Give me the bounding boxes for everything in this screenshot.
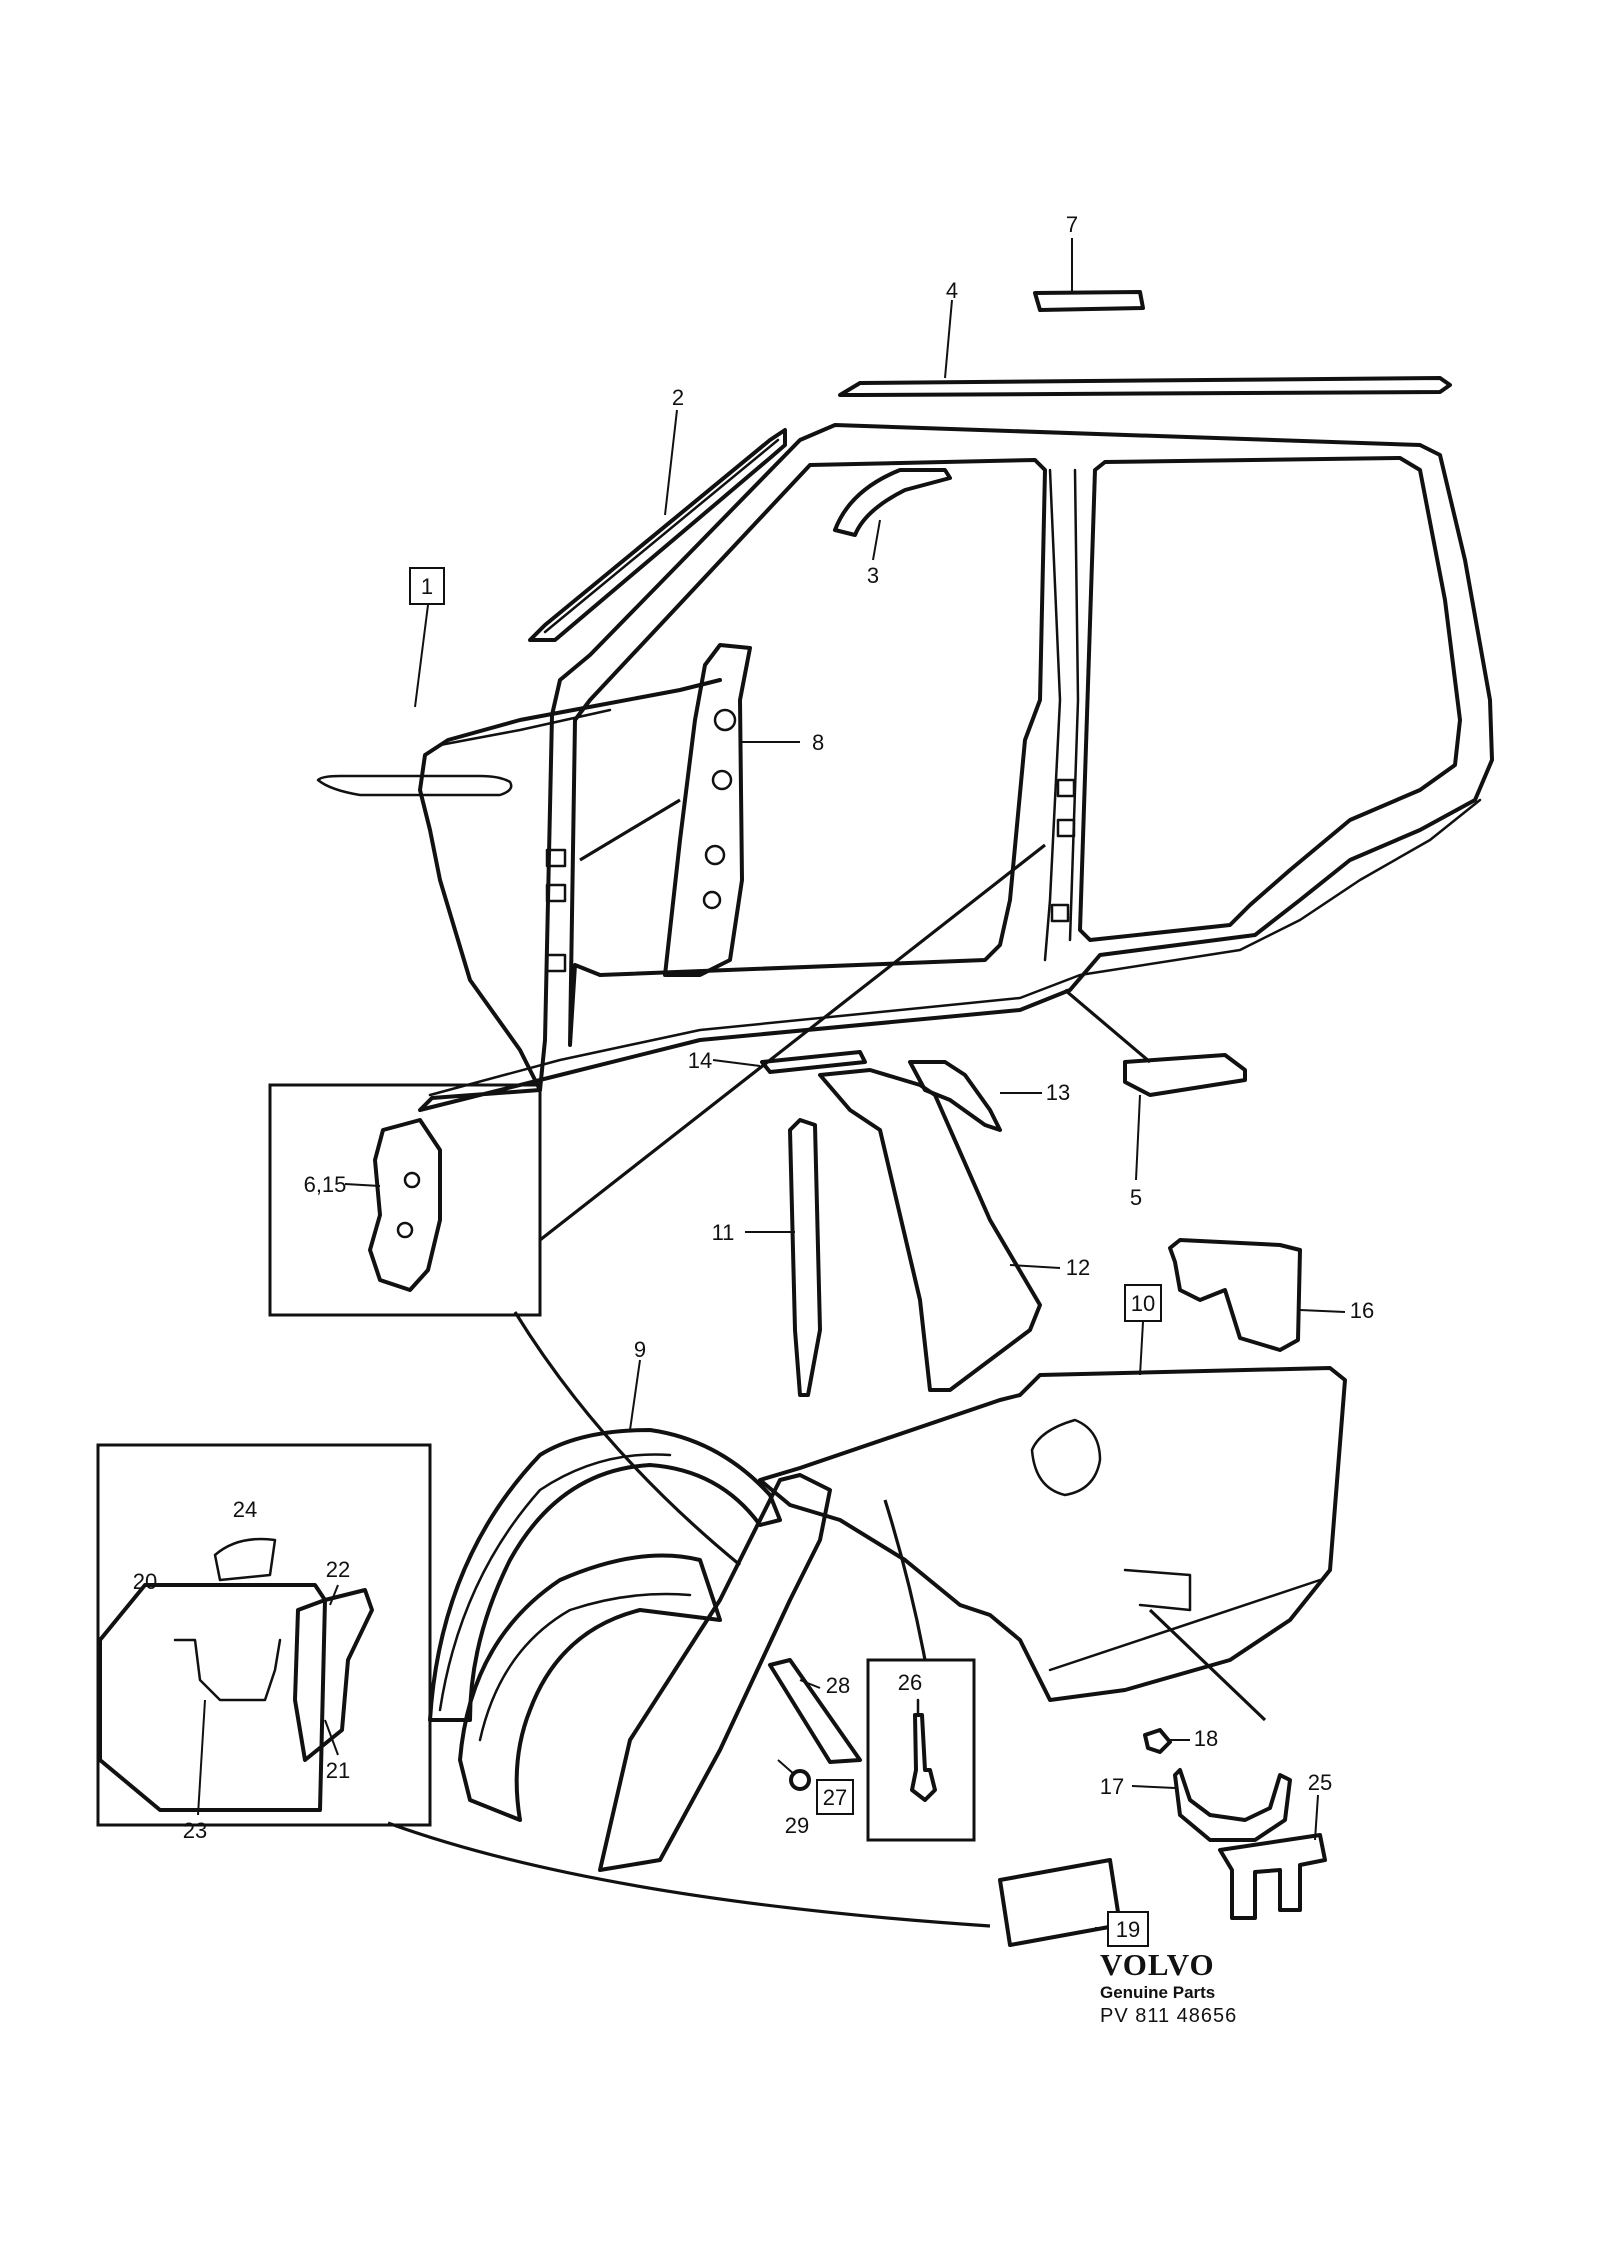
callout-17: 17 [1100,1774,1124,1799]
callout-group-1: 1 [409,567,445,708]
roof-plate: 7 [1033,212,1145,312]
rear-corner-bracket: 16 [1168,1238,1374,1352]
inset-fuel-hinge: 20 21 22 23 24 [96,1443,432,1843]
c-pillar-inner [598,1473,832,1872]
callout-9: 9 [634,1337,646,1362]
rear-quarter-panel: 10 [758,1284,1347,1702]
pillar-cap-14: 14 [688,1048,867,1074]
callout-12: 12 [1066,1255,1090,1280]
callout-10: 10 [1131,1291,1155,1316]
callout-3: 3 [867,563,879,588]
a-pillar-trim: 2 [528,385,787,642]
pillar-inner-11: 11 [712,1118,822,1397]
wheel-house-inner [458,1553,722,1822]
callout-6-15: 6,15 [304,1172,347,1197]
callout-21: 21 [326,1758,350,1783]
callout-22: 22 [326,1557,350,1582]
callout-5: 5 [1130,1185,1142,1210]
callout-23: 23 [183,1818,207,1843]
callout-13: 13 [1046,1080,1070,1105]
pillar-outer-12: 12 [818,1068,1090,1392]
bolt-18: 18 [1143,1726,1218,1754]
callout-1: 1 [421,574,433,599]
callout-26: 26 [898,1670,922,1695]
callout-16: 16 [1350,1298,1374,1323]
callout-8: 8 [812,730,824,755]
callout-20: 20 [133,1569,157,1594]
screw-29: 29 [777,1759,811,1838]
wheel-arch-outer: 9 [428,1337,782,1722]
callout-28: 28 [826,1673,850,1698]
callout-7: 7 [1066,212,1078,237]
wedge-28: 28 [768,1658,862,1764]
volvo-logo: VOLVO [1100,1947,1215,1982]
rivet-inset: 26 [866,1499,976,1842]
sill-bracket: 5 [1063,988,1247,1210]
callout-18: 18 [1194,1726,1218,1751]
callout-2: 2 [672,385,684,410]
clip-27: 27 [816,1779,854,1815]
roof-rail: 4 [838,278,1452,397]
genuine-parts-label: Genuine Parts [1100,1983,1216,2002]
bracket-25: 25 [1148,1608,1332,1920]
fuel-lid: 19 [387,1821,1149,1947]
callout-4: 4 [946,278,958,303]
callout-24: 24 [233,1497,257,1522]
callout-11: 11 [712,1220,735,1245]
callout-29: 29 [785,1813,809,1838]
callout-27: 27 [823,1785,847,1810]
part-catalog-code: PV 811 48656 [1100,2005,1238,2027]
brand-block: VOLVO Genuine Parts PV 811 48656 [1100,1948,1300,2028]
body-side-panel [316,423,1494,1112]
inset-6-15: 6,15 [268,798,1046,1567]
callout-19: 19 [1116,1917,1140,1942]
callout-14: 14 [688,1048,712,1073]
callout-25: 25 [1308,1770,1332,1795]
roof-bracket: 3 [833,468,952,588]
bracket-17: 17 [1100,1768,1292,1842]
b-pillar-reinforcement: 8 [663,643,824,977]
